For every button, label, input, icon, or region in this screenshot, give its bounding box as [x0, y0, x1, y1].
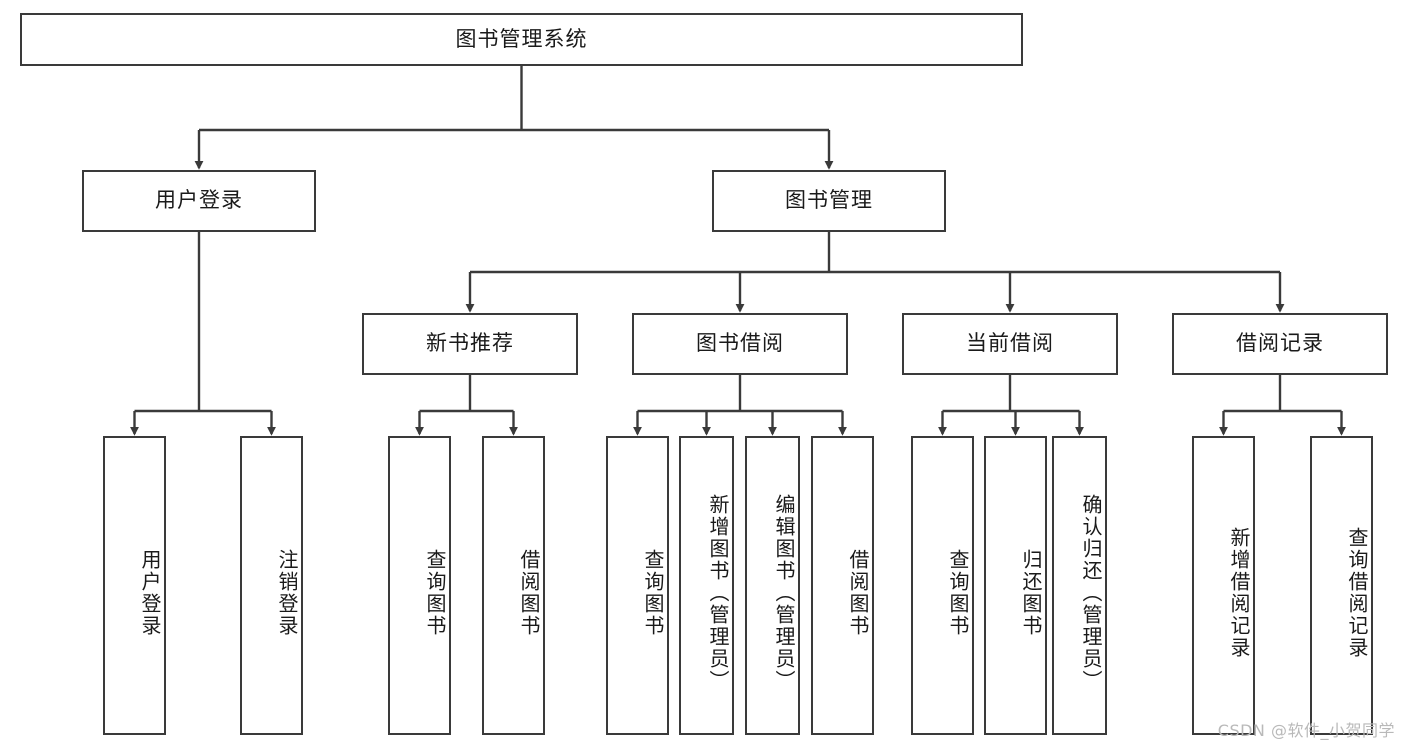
- node-label: 查询图书: [946, 548, 970, 637]
- node-root[interactable]: 图书管理系统: [20, 13, 1023, 66]
- node-leaf-edit-book[interactable]: 编辑图书（管理员）: [745, 436, 800, 735]
- node-label: 新增借阅记录: [1227, 526, 1251, 659]
- node-label: 借阅图书: [517, 548, 541, 637]
- node-leaf-add-book[interactable]: 新增图书（管理员）: [679, 436, 734, 735]
- node-leaf-query-book-3[interactable]: 查询图书: [911, 436, 974, 735]
- node-borrow-record[interactable]: 借阅记录: [1172, 313, 1388, 375]
- node-book-manage[interactable]: 图书管理: [712, 170, 946, 232]
- node-leaf-add-record[interactable]: 新增借阅记录: [1192, 436, 1255, 735]
- node-label: 注销登录: [275, 548, 299, 637]
- node-leaf-confirm-return[interactable]: 确认归还（管理员）: [1052, 436, 1107, 735]
- node-label: 用户登录: [138, 548, 162, 637]
- node-label: 新书推荐: [426, 331, 514, 356]
- node-new-book-rec[interactable]: 新书推荐: [362, 313, 578, 375]
- node-label: 图书管理系统: [455, 26, 588, 51]
- node-book-borrow[interactable]: 图书借阅: [632, 313, 848, 375]
- node-leaf-query-record[interactable]: 查询借阅记录: [1310, 436, 1373, 735]
- node-label: 借阅图书: [846, 548, 870, 637]
- node-leaf-borrow-book-1[interactable]: 借阅图书: [482, 436, 545, 735]
- node-leaf-user-logout[interactable]: 注销登录: [240, 436, 303, 735]
- node-leaf-user-login[interactable]: 用户登录: [103, 436, 166, 735]
- node-label: 查询图书: [641, 548, 665, 637]
- node-label: 归还图书: [1019, 548, 1043, 637]
- node-leaf-return-book[interactable]: 归还图书: [984, 436, 1047, 735]
- node-leaf-query-book-1[interactable]: 查询图书: [388, 436, 451, 735]
- node-label: 当前借阅: [966, 331, 1054, 356]
- node-label: 新增图书（管理员）: [706, 493, 730, 692]
- node-label: 用户登录: [155, 188, 243, 213]
- node-label: 借阅记录: [1236, 331, 1324, 356]
- node-label: 编辑图书（管理员）: [772, 493, 796, 692]
- node-label: 确认归还（管理员）: [1079, 493, 1103, 692]
- watermark-label: CSDN @软件_小贺同学: [1217, 721, 1395, 740]
- node-leaf-query-book-2[interactable]: 查询图书: [606, 436, 669, 735]
- node-leaf-borrow-book-2[interactable]: 借阅图书: [811, 436, 874, 735]
- node-label: 图书管理: [785, 188, 873, 213]
- node-label: 查询图书: [423, 548, 447, 637]
- node-label: 查询借阅记录: [1345, 526, 1369, 659]
- node-current-borrow[interactable]: 当前借阅: [902, 313, 1118, 375]
- node-label: 图书借阅: [696, 331, 784, 356]
- node-user-login[interactable]: 用户登录: [82, 170, 316, 232]
